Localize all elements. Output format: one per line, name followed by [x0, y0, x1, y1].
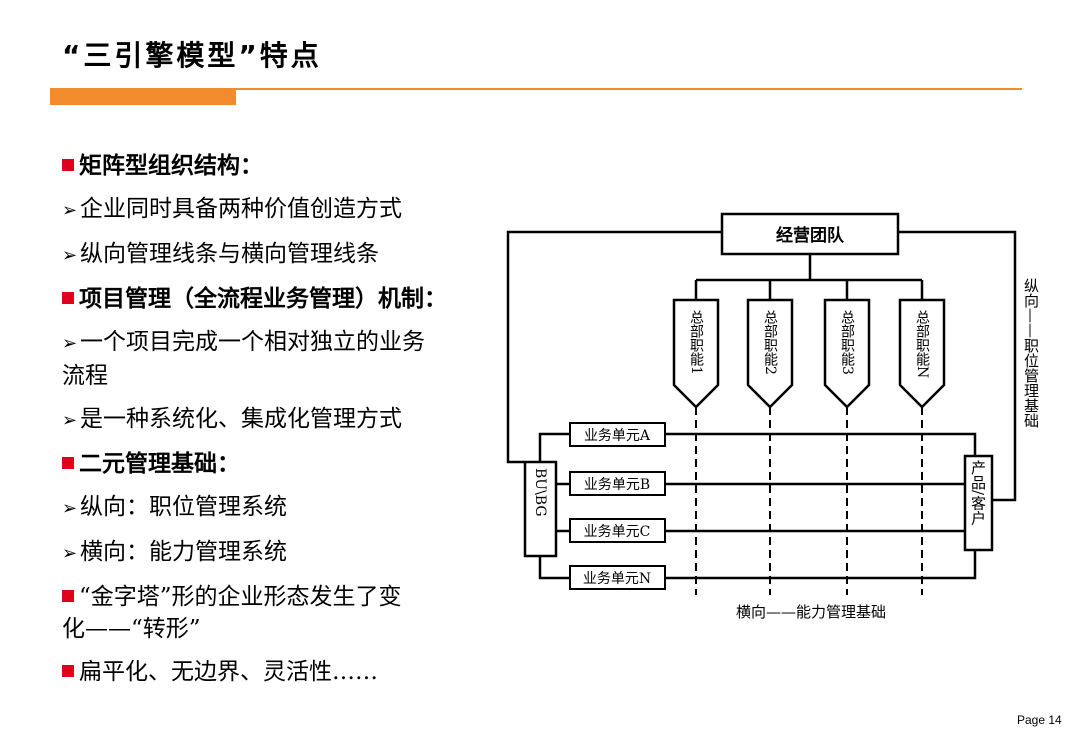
bullet-item: 矩阵型组织结构： [62, 150, 502, 182]
arrow-bullet-icon: ➢ [62, 200, 78, 221]
management-team-box [720, 212, 900, 256]
business-unit-label: 业务单元C [584, 524, 651, 540]
bu-bg-label: BU\BG [532, 468, 548, 517]
bullet-item: ➢横向：能力管理系统 [62, 536, 502, 570]
page-title: “三引擎模型”特点 [62, 39, 322, 72]
page-number: Page 14 [1017, 713, 1062, 727]
matrix-org-diagram: 经营团队 总部职能1 总部职能2 总部职能3 总部职能N BU\BG 业务单元A… [506, 212, 1040, 621]
arrow-bullet-icon: ➢ [62, 543, 78, 564]
function-label: 总部职能1 [688, 310, 704, 375]
square-bullet-icon [62, 159, 74, 171]
bullet-item: ➢一个项目完成一个相对独立的业务流程 [62, 329, 425, 389]
bullet-item: 项目管理（全流程业务管理）机制： [62, 283, 502, 315]
business-unit-label: 业务单元B [584, 477, 650, 493]
arrow-bullet-icon: ➢ [62, 410, 78, 431]
business-unit-label: 业务单元N [583, 571, 651, 587]
square-bullet-icon [62, 457, 74, 469]
bullet-item: 扁平化、无边界、灵活性…… [62, 656, 502, 688]
arrow-bullet-icon: ➢ [62, 498, 78, 519]
business-unit-box [569, 565, 666, 590]
bullet-item: ➢企业同时具备两种价值创造方式 [62, 193, 502, 227]
arrow-bullet-icon: ➢ [62, 245, 78, 266]
bullet-item: ➢是一种系统化、集成化管理方式 [62, 403, 502, 437]
title-underline [50, 88, 1022, 90]
product-customer-box [963, 454, 994, 552]
title-accent-bar [50, 90, 236, 105]
business-unit-box [569, 471, 666, 496]
right-connector [898, 230, 1017, 502]
product-customer-label: 产品/客户 [969, 460, 987, 525]
function-node [823, 298, 871, 409]
bullet-item: “金字塔”形的企业形态发生了变化——“转形” [62, 584, 402, 642]
vertical-axis-label: 纵向——职位管理基础 [1022, 278, 1040, 428]
left-connector [506, 230, 722, 464]
function-node [672, 298, 720, 409]
bu-bg-box [523, 460, 558, 558]
bullet-list: 矩阵型组织结构： ➢企业同时具备两种价值创造方式 ➢纵向管理线条与横向管理线条 … [62, 150, 502, 699]
square-bullet-icon [62, 590, 74, 602]
square-bullet-icon [62, 292, 74, 304]
function-label: 总部职能2 [762, 310, 778, 375]
function-label: 总部职能N [914, 310, 930, 378]
business-unit-box [569, 422, 666, 447]
bullet-item: ➢纵向：职位管理系统 [62, 491, 502, 525]
function-node [898, 298, 946, 409]
business-unit-label: 业务单元A [584, 428, 651, 444]
business-unit-box [569, 518, 666, 543]
square-bullet-icon [62, 665, 74, 677]
bullet-item: 二元管理基础： [62, 448, 502, 480]
management-team-label: 经营团队 [776, 225, 845, 246]
arrow-bullet-icon: ➢ [62, 333, 78, 354]
function-label: 总部职能3 [839, 310, 855, 375]
function-node [746, 298, 794, 409]
bullet-item: ➢纵向管理线条与横向管理线条 [62, 238, 502, 272]
horizontal-axis-label: 横向——能力管理基础 [736, 603, 886, 621]
